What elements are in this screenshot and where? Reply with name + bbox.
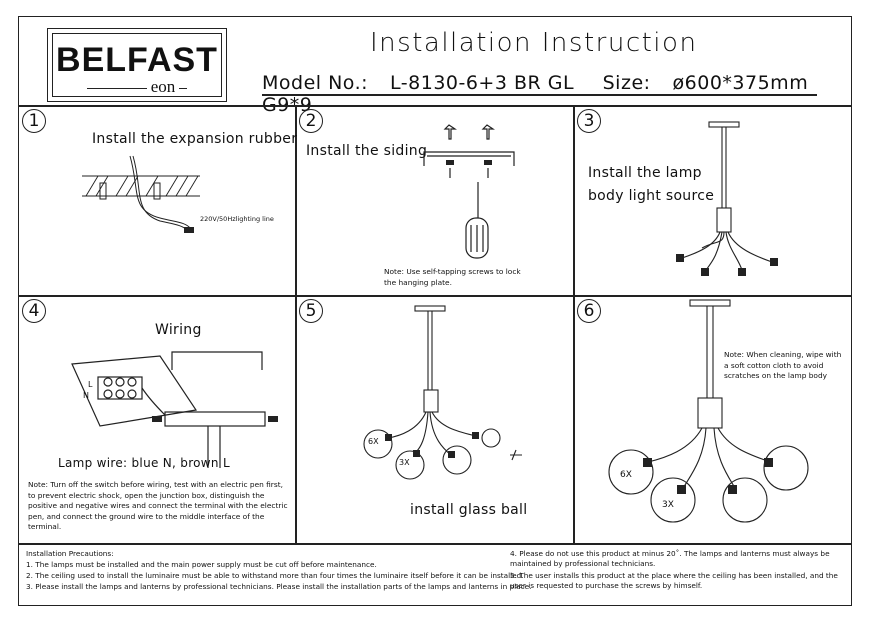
step-1-wire-label: 220V/50Hzlighting line — [200, 215, 274, 223]
grid-col-2 — [573, 105, 575, 543]
step-5-qty-b: 3X — [399, 458, 410, 467]
step-4-note: Note: Turn off the switch before wiring,… — [28, 480, 288, 531]
size-label: Size: — [602, 72, 651, 94]
step-1-label: Install the expansion rubber — [92, 131, 298, 147]
step-number-1: 1 — [22, 109, 46, 133]
grid-col-1 — [295, 105, 297, 543]
step-6-qty-b: 3X — [662, 500, 674, 510]
brand-name: BELFAST — [56, 41, 218, 79]
model-label: Model No.: — [262, 72, 369, 95]
precaution-4: 4. Please do not use this product at min… — [510, 549, 830, 568]
model-value: L-8130-6+3 BR GL — [390, 72, 575, 94]
step-4-wire-colors: Lamp wire: blue N, brown L — [58, 456, 230, 470]
grid-top — [18, 105, 852, 107]
step-number-4: 4 — [22, 299, 46, 323]
page-title: Installation Instruction — [370, 28, 698, 58]
step-4-label: Wiring — [155, 322, 202, 338]
step-3-label-line1: Install the lamp — [588, 165, 702, 181]
precaution-2: 2. The ceiling used to install the lumin… — [26, 571, 524, 580]
step-number-2: 2 — [299, 109, 323, 133]
terminal-letter-n: N — [83, 391, 89, 400]
header-underline — [262, 94, 817, 96]
step-3-label-line2: body light source — [588, 188, 715, 204]
logo-border — [52, 33, 222, 97]
precautions-title: Installation Precautions: — [26, 549, 114, 558]
precaution-3: 3. Please install the lamps and lanterns… — [26, 582, 532, 591]
precaution-5: 5. The user installs this product at the… — [510, 571, 838, 590]
step-5-qty-a: 6X — [368, 437, 379, 446]
step-number-6: 6 — [577, 299, 601, 323]
grid-middle — [18, 295, 852, 297]
step-6-note: Note: When cleaning, wipe with a soft co… — [724, 350, 842, 380]
step-2-note: Note: Use self-tapping screws to lock th… — [384, 267, 521, 287]
step-6-qty-a: 6X — [620, 470, 632, 480]
step-number-5: 5 — [299, 299, 323, 323]
step-2-label: Install the siding — [306, 143, 428, 159]
grid-bottom — [18, 543, 852, 545]
terminal-letter-l: L — [88, 380, 93, 389]
step-number-3: 3 — [577, 109, 601, 133]
page-frame — [18, 16, 852, 606]
step-5-label: install glass ball — [410, 502, 528, 518]
size-value: ø600*375mm — [672, 72, 809, 94]
precaution-1: 1. The lamps must be installed and the m… — [26, 560, 377, 569]
brand-sub: eon — [48, 77, 226, 97]
brand-logo: BELFAST eon — [47, 28, 227, 102]
model-line: Model No.: L-8130-6+3 BR GL Size: ø600*375… — [262, 72, 872, 116]
